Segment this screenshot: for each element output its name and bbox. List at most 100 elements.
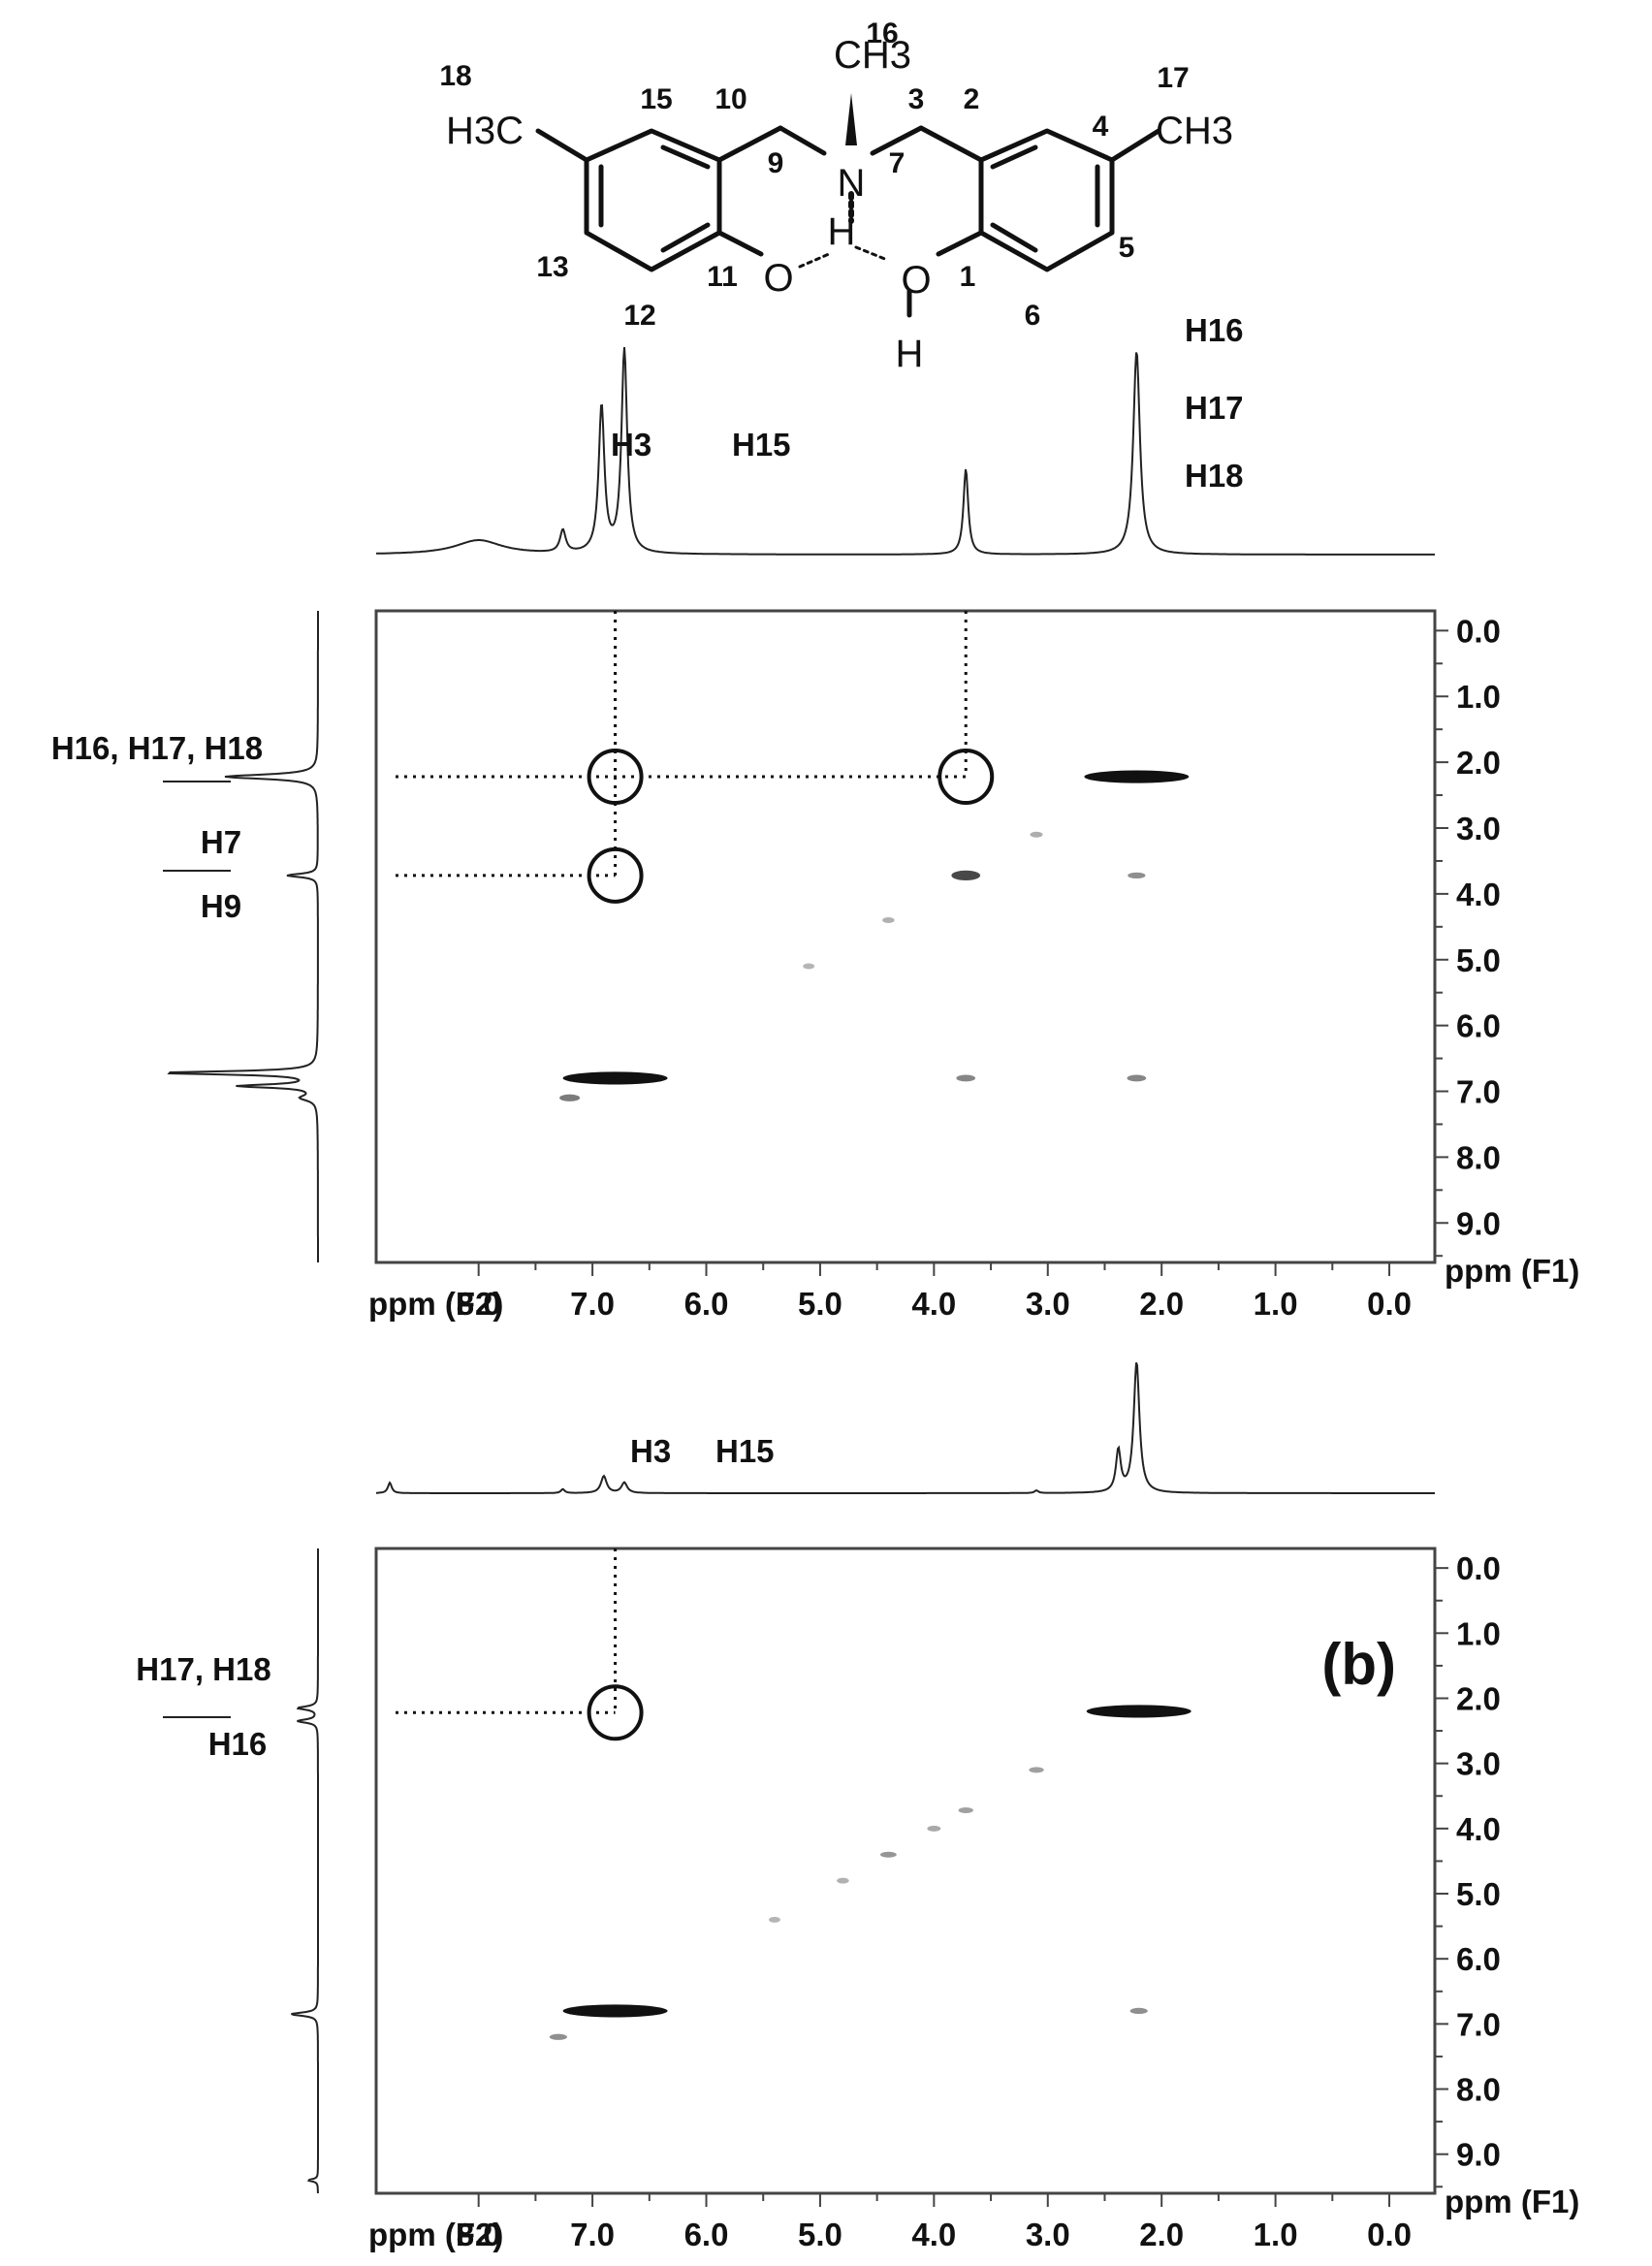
atom-number-1: 1 xyxy=(960,261,976,293)
atom-oxygen-left: O xyxy=(763,257,793,300)
atom-oxygen-right: O xyxy=(901,259,931,302)
x-axis-label: ppm (F2) xyxy=(368,2217,503,2252)
y-tick-label: 3.0 xyxy=(1456,1746,1501,1782)
left-benzene-ring xyxy=(584,128,722,272)
plot-frame xyxy=(374,1547,1437,2195)
atom-methyl-n: CH3 xyxy=(834,34,911,77)
top-projection-label: H3 xyxy=(611,427,651,463)
x-tick-label: 0.0 xyxy=(1367,1286,1412,1322)
atom-number-11: 11 xyxy=(707,261,738,293)
atom-number-10: 10 xyxy=(715,83,747,115)
y-tick-label: 3.0 xyxy=(1456,811,1501,846)
plot-frame xyxy=(374,609,1437,1264)
atom-methyl-right: CH3 xyxy=(1156,110,1233,152)
x-tick-label: 3.0 xyxy=(1026,1286,1070,1322)
x-tick-label: 8.0 xyxy=(457,2217,501,2252)
molecule-structure xyxy=(535,125,1161,318)
cross-peak xyxy=(1084,770,1190,783)
y-axis-label: ppm (F1) xyxy=(1445,2184,1579,2219)
atom-number-18: 18 xyxy=(439,60,471,92)
y-tick-label: 5.0 xyxy=(1456,1876,1501,1912)
panel-label: (b) xyxy=(1321,1632,1396,1697)
atom-number-15: 15 xyxy=(640,83,672,115)
right-benzene-ring xyxy=(978,128,1115,272)
side-projection-label: H17, H18 xyxy=(136,1651,270,1687)
y-tick-label: 5.0 xyxy=(1456,942,1501,978)
y-tick-label: 8.0 xyxy=(1456,1139,1501,1175)
cross-peak xyxy=(1086,1705,1191,1718)
atom-number-9: 9 xyxy=(768,147,784,179)
y-tick-label: 9.0 xyxy=(1456,1205,1501,1241)
x-tick-label: 8.0 xyxy=(457,1286,501,1322)
atom-number-16: 16 xyxy=(866,17,898,49)
atom-number-2: 2 xyxy=(964,83,980,115)
top-projection-label: H15 xyxy=(732,427,791,463)
top-projection-label: H17 xyxy=(1185,390,1244,426)
atom-number-7: 7 xyxy=(889,147,905,179)
side-projection-spectrum xyxy=(291,1548,319,2193)
x-tick-label: 4.0 xyxy=(911,2217,956,2252)
cross-peak xyxy=(562,2004,668,2018)
x-tick-label: 6.0 xyxy=(684,1286,729,1322)
x-tick-label: 6.0 xyxy=(684,2217,729,2252)
cross-peak xyxy=(562,1071,668,1085)
cross-peak xyxy=(549,2033,567,2040)
cross-peak xyxy=(1128,872,1146,879)
y-tick-label: 7.0 xyxy=(1456,1074,1501,1110)
top-projection-spectrum xyxy=(376,1361,1435,1494)
x-tick-label: 3.0 xyxy=(1026,2217,1070,2252)
x-tick-label: 7.0 xyxy=(570,2217,615,2252)
top-projection-label: H16 xyxy=(1185,312,1244,348)
highlight-circle xyxy=(937,749,995,806)
y-tick-label: 6.0 xyxy=(1456,1941,1501,1977)
y-tick-label: 4.0 xyxy=(1456,1811,1501,1847)
x-axis-label: ppm (F2) xyxy=(368,1286,503,1322)
cross-peak xyxy=(1030,831,1043,838)
y-tick-label: 0.0 xyxy=(1456,613,1501,649)
side-projection-spectrum xyxy=(167,611,319,1262)
cross-peak xyxy=(882,917,895,924)
cross-peak xyxy=(1127,1074,1147,1082)
cosy-panel-a: 8.0 7.0 6.0 5.0 4.0 3.0 2.0 1.0 0.0 ppm (F2) 0.0 1.… xyxy=(51,312,1579,1322)
atom-number-13: 13 xyxy=(536,251,568,283)
atom-number-12: 12 xyxy=(623,300,655,332)
side-projection-label: H16, H17, H18 xyxy=(51,730,263,766)
x-tick-label: 2.0 xyxy=(1139,2217,1184,2252)
cross-peak xyxy=(951,870,981,880)
y-tick-label: 1.0 xyxy=(1456,1615,1501,1651)
highlight-circle xyxy=(587,1684,644,1741)
x-tick-label: 7.0 xyxy=(570,1286,615,1322)
x-tick-label: 2.0 xyxy=(1139,1286,1184,1322)
side-projection-label: H9 xyxy=(201,888,241,924)
y-tick-label: 2.0 xyxy=(1456,745,1501,781)
top-projection-label: H3 xyxy=(630,1433,671,1469)
y-tick-label: 8.0 xyxy=(1456,2072,1501,2108)
cross-peak xyxy=(958,1807,973,1814)
atom-bridge-h: H xyxy=(828,210,856,253)
cross-peak xyxy=(927,1825,941,1832)
atom-number-6: 6 xyxy=(1025,300,1041,332)
atom-number-5: 5 xyxy=(1119,232,1135,264)
cross-peak xyxy=(803,963,815,970)
y-axis-label: ppm (F1) xyxy=(1445,1253,1579,1289)
y-tick-label: 6.0 xyxy=(1456,1008,1501,1044)
wedge-bond xyxy=(845,93,857,145)
x-tick-label: 1.0 xyxy=(1254,1286,1298,1322)
y-tick-label: 4.0 xyxy=(1456,877,1501,912)
atom-number-3: 3 xyxy=(908,83,925,115)
y-tick-label: 2.0 xyxy=(1456,1680,1501,1716)
y-tick-label: 1.0 xyxy=(1456,679,1501,715)
y-tick-label: 9.0 xyxy=(1456,2137,1501,2173)
y-tick-label: 7.0 xyxy=(1456,2006,1501,2042)
side-projection-label: H16 xyxy=(208,1726,268,1762)
atom-nitrogen: N xyxy=(838,162,866,205)
atom-methyl-left: H3C xyxy=(446,110,524,152)
x-tick-label: 5.0 xyxy=(798,2217,842,2252)
atom-number-17: 17 xyxy=(1157,62,1189,94)
cross-peak xyxy=(1029,1767,1044,1773)
atom-number-4: 4 xyxy=(1093,111,1109,143)
cross-peak xyxy=(837,1877,849,1884)
top-projection-label: H18 xyxy=(1185,458,1244,494)
